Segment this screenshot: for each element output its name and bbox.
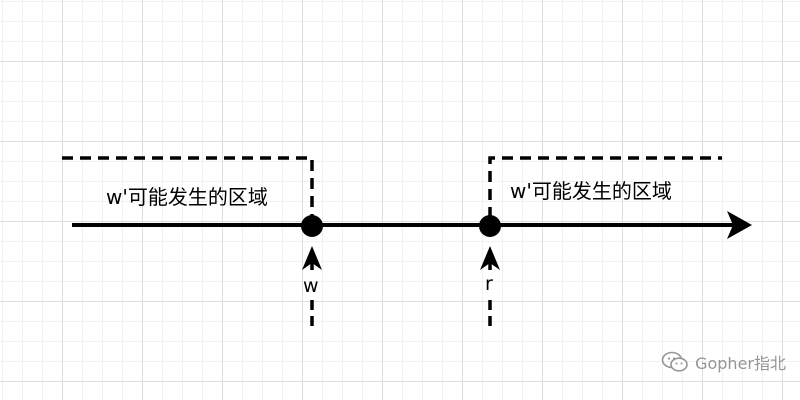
pointer-arrow-w-head: [302, 246, 322, 270]
watermark: Gopher指北: [661, 350, 786, 374]
marker-label-w: w: [303, 275, 319, 297]
watermark-text: Gopher指北: [695, 354, 786, 373]
marker-label-r: r: [485, 273, 493, 295]
wechat-icon: [661, 351, 689, 373]
right-region-label: w'可能发生的区域: [510, 179, 672, 203]
timeline-arrowhead: [727, 211, 752, 239]
left-region-bracket: [62, 156, 314, 218]
right-region-bracket: [488, 156, 722, 218]
left-region-label: w'可能发生的区域: [106, 185, 268, 209]
event-point-r: [479, 215, 501, 237]
pointer-arrow-r-head: [480, 246, 500, 270]
event-point-w: [301, 215, 323, 237]
